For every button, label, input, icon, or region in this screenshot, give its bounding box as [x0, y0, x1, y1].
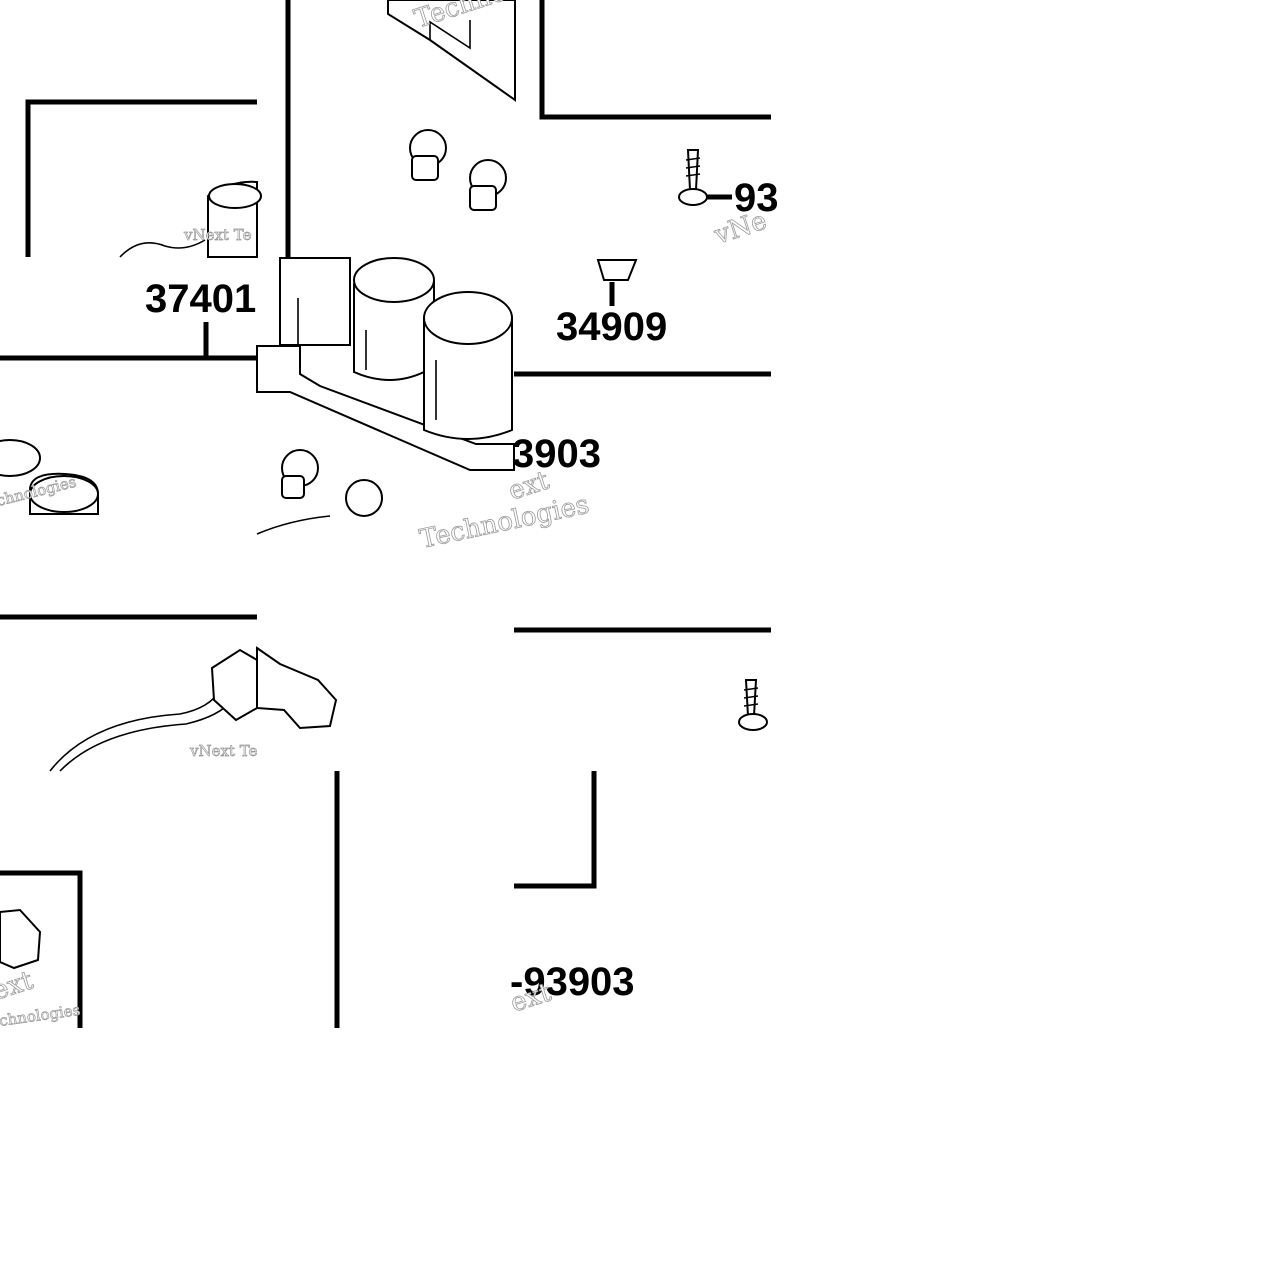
screw-icon — [738, 679, 768, 731]
part-number-label: -93903 — [510, 960, 635, 1004]
frame-line — [514, 771, 597, 889]
part-number-label: 37401 — [145, 277, 256, 321]
socket-housing-part — [256, 257, 515, 471]
part-number-label: 34909 — [556, 305, 667, 349]
bulb-icon — [409, 129, 447, 181]
tile-mid-right: 34909 3903 ext — [504, 259, 771, 507]
bulb-icon — [281, 449, 319, 499]
bulb-socket-part — [119, 180, 262, 258]
tile-bottom-right: -93903 ext — [506, 771, 635, 1019]
frame-line — [25, 99, 257, 257]
tile-top-left: vNext Te — [25, 99, 262, 258]
screw-icon — [678, 149, 708, 206]
tile-top-right: 93 vNe — [539, 0, 779, 251]
tile-center — [256, 257, 515, 517]
tile-bottom-left: ext chnologies — [0, 870, 83, 1030]
connector-icon — [0, 908, 42, 970]
tile-lower-center: Technologies — [256, 489, 592, 730]
tile-lower-left: vNext Te — [0, 614, 258, 772]
watermark: ext — [0, 965, 37, 1006]
watermark: vNext Te — [189, 742, 258, 760]
bulb-socket-part — [0, 439, 99, 515]
bulb-icon — [469, 159, 507, 211]
watermark: vNext Te — [183, 226, 252, 244]
tile-top-middle: Techno — [285, 0, 516, 257]
tile-mid-left: 37401 chnologies — [0, 277, 257, 515]
tile-lower-right — [514, 627, 771, 731]
connector-icon — [596, 259, 638, 281]
bulb-icon — [345, 479, 383, 517]
watermark: vNe — [710, 206, 770, 251]
part-number-label: 3903 — [512, 432, 601, 476]
part-number-label: 93 — [734, 176, 779, 220]
socket-housing-part — [387, 0, 516, 102]
frame-line — [0, 870, 83, 1028]
watermark: Technologies — [417, 490, 592, 555]
connector-icon — [256, 646, 338, 730]
watermark: chnologies — [0, 1001, 81, 1030]
frame-line — [539, 0, 771, 120]
